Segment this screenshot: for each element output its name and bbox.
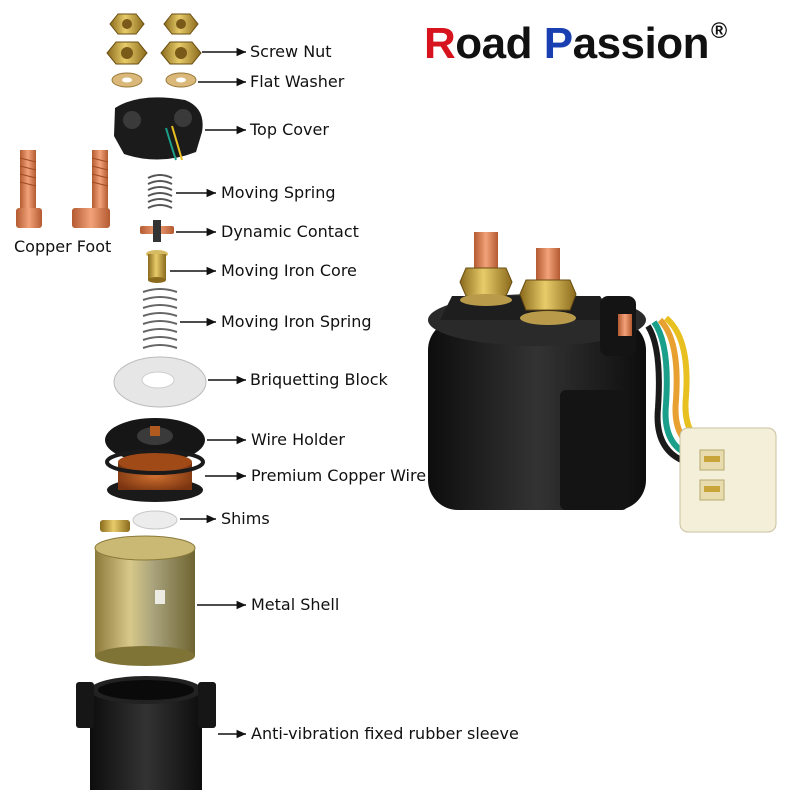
label-screw-nut: Screw Nut <box>250 42 332 61</box>
metal-shell-icon <box>94 520 196 666</box>
label-rubber-sleeve: Anti-vibration fixed rubber sleeve <box>251 724 519 743</box>
brand-logo-p: P <box>543 19 573 68</box>
shims-icon <box>132 510 178 530</box>
brand-logo: Road Passion® <box>424 19 727 68</box>
label-flat-washer: Flat Washer <box>250 72 345 91</box>
copper-foot-icons <box>16 150 110 228</box>
moving-iron-core-icon <box>146 250 168 283</box>
leader-arrows <box>170 47 246 739</box>
label-copper-foot: Copper Foot <box>14 237 112 256</box>
top-cover-icon <box>114 97 203 161</box>
label-dynamic-contact: Dynamic Contact <box>221 222 359 241</box>
registered-mark: ® <box>710 18 727 43</box>
brand-logo-assion: assion <box>572 19 710 68</box>
screw-nut-icons <box>106 13 202 65</box>
brand-logo-r: R <box>424 19 456 68</box>
assembled-solenoid-relay <box>428 232 777 533</box>
label-moving-iron-core: Moving Iron Core <box>221 261 357 280</box>
label-premium-copper-wire: Premium Copper Wire <box>251 466 427 485</box>
rubber-sleeve-icon <box>76 676 216 790</box>
dynamic-contact-icon <box>140 220 174 242</box>
copper-wire-coil-icon <box>105 449 205 502</box>
moving-spring-icon <box>147 174 173 209</box>
label-metal-shell: Metal Shell <box>251 595 340 614</box>
moving-iron-spring-icon <box>142 288 178 349</box>
brand-logo-oad: oad <box>455 19 544 68</box>
label-top-cover: Top Cover <box>250 120 329 139</box>
label-shims: Shims <box>221 509 270 528</box>
label-moving-iron-spring: Moving Iron Spring <box>221 312 372 331</box>
flat-washer-icons <box>111 72 197 88</box>
label-moving-spring: Moving Spring <box>221 183 336 202</box>
label-wire-holder: Wire Holder <box>251 430 345 449</box>
label-briquetting-block: Briquetting Block <box>250 370 388 389</box>
briquetting-block-icon <box>113 356 207 408</box>
